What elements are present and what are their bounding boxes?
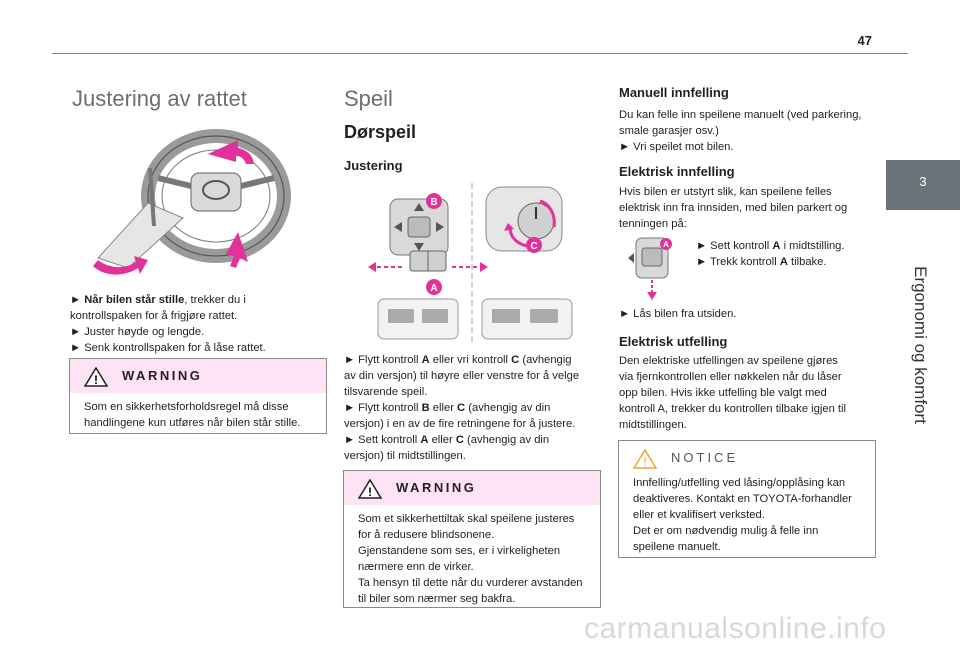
electric-unfolding-heading: Elektrisk utfelling — [619, 334, 728, 349]
svg-text:A: A — [430, 283, 437, 294]
adjustment-heading: Justering — [344, 158, 403, 173]
svg-text:C: C — [530, 241, 537, 252]
lock-step: ► Lås bilen fra utsiden. — [619, 308, 737, 320]
header-rule — [52, 53, 908, 54]
mirror-warning-box: ! WARNING Som et sikkerhettiltak skal sp… — [343, 470, 601, 608]
page-number: 47 — [857, 33, 872, 48]
steering-wheel-illustration — [93, 129, 291, 275]
manual-folding-text: Du kan felle inn speilene manuelt (ved p… — [619, 109, 862, 153]
mirror-control-illustration: B A C — [368, 183, 573, 343]
warning-header: ! WARNING — [70, 359, 326, 393]
svg-text:!: ! — [368, 485, 372, 499]
door-mirror-subtitle: Dørspeil — [344, 122, 417, 142]
mirror-instructions: ► Flytt kontroll A eller vri kontroll C … — [344, 354, 580, 462]
svg-text:!: ! — [94, 373, 98, 387]
svg-text:B: B — [430, 197, 437, 208]
notice-icon: ! — [633, 449, 657, 469]
electric-folding-text: Hvis bilen er utstyrt slik, kan speilene… — [619, 186, 848, 230]
notice-box: ! NOTICE Innfelling/utfelling ved låsing… — [618, 440, 876, 558]
notice-header: ! NOTICE — [619, 441, 875, 475]
electric-unfolding-text: Den elektriske utfellingen av speilene g… — [619, 355, 846, 431]
watermark: carmanualsonline.info — [584, 612, 887, 645]
warning-header: ! WARNING — [344, 471, 600, 505]
manual-folding-heading: Manuell innfelling — [619, 85, 729, 100]
svg-text:A: A — [663, 240, 669, 249]
fold-control-icon: A — [628, 237, 672, 300]
fold-steps: ► Sett kontroll A i midtstilling. ► Trek… — [696, 240, 845, 268]
warning-icon: ! — [84, 367, 108, 387]
mirror-title: Speil — [344, 86, 393, 111]
steering-warning-box: ! WARNING Som en sikkerhetsforholdsregel… — [69, 358, 327, 434]
chapter-tab[interactable]: 3 — [886, 160, 960, 210]
warning-icon: ! — [358, 479, 382, 499]
steering-instructions: ► Når bilen står stille, trekker du i ko… — [70, 294, 266, 354]
electric-folding-heading: Elektrisk innfelling — [619, 164, 735, 179]
chapter-label: Ergonomi og komfort — [911, 266, 930, 424]
svg-text:!: ! — [643, 455, 646, 469]
steering-title: Justering av rattet — [72, 86, 247, 111]
chapter-number: 3 — [919, 174, 927, 189]
